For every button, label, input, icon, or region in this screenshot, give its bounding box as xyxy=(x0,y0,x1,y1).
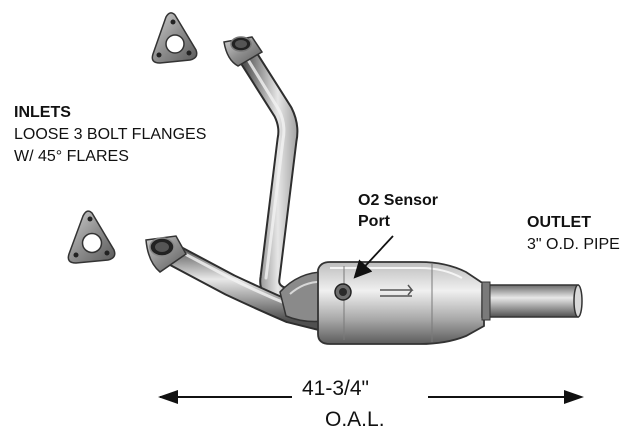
flow-arrow-mark xyxy=(380,284,414,296)
inlets-description-flanges: LOOSE 3 BOLT FLANGES xyxy=(14,126,207,143)
outlet-pipe xyxy=(481,281,583,321)
upper-inlet-flare xyxy=(223,36,264,67)
o2-sensor-port-label: Port xyxy=(358,213,390,230)
outlet-title: OUTLET xyxy=(527,214,591,231)
inlets-title: INLETS xyxy=(14,104,71,121)
upper-inlet-pipe xyxy=(234,41,329,316)
overall-length-dimension xyxy=(158,390,584,404)
outlet-pipe-spec: 3" O.D. PIPE xyxy=(527,236,620,253)
loose-flange-upper xyxy=(151,12,198,64)
o2-sensor-port xyxy=(334,283,352,301)
sensor-leader-arrow xyxy=(353,235,394,279)
catalytic-converter xyxy=(317,261,485,345)
loose-flange-lower xyxy=(67,210,116,264)
o2-sensor-label: O2 Sensor xyxy=(358,192,439,209)
lower-inlet-flare xyxy=(145,235,187,273)
overall-length-unit: O.A.L. xyxy=(325,408,385,431)
inlets-description-flares: W/ 45° FLARES xyxy=(14,148,129,165)
overall-length-value: 41-3/4" xyxy=(302,377,369,400)
